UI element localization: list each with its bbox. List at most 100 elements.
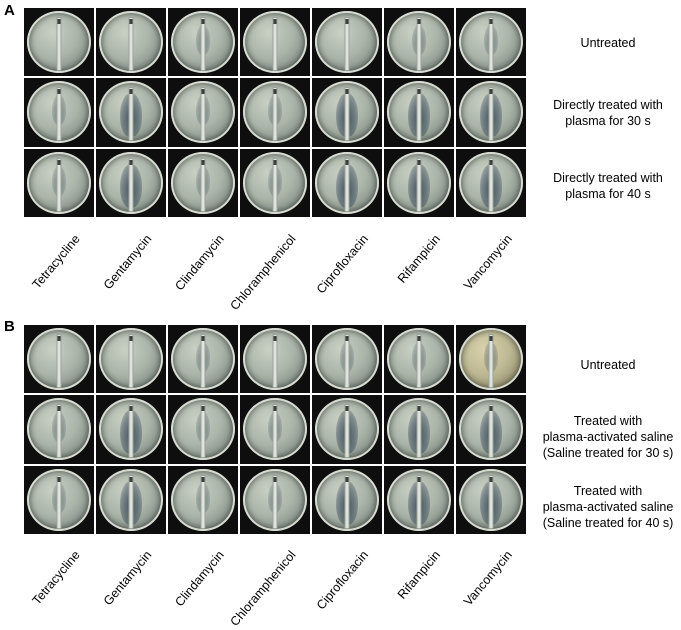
petri-dish-photo	[96, 8, 166, 77]
petri-dish-photo	[384, 148, 454, 217]
petri-dish	[387, 81, 451, 144]
etest-strip	[272, 404, 278, 459]
petri-dish	[171, 468, 235, 531]
petri-dish	[315, 81, 379, 144]
row-label-line: Untreated	[580, 36, 636, 50]
petri-dish-photo	[168, 8, 238, 77]
petri-dish-photo	[168, 78, 238, 147]
petri-dish-photo	[24, 395, 94, 464]
petri-dish-photo	[168, 325, 238, 394]
petri-dish	[459, 11, 523, 73]
etest-strip	[344, 157, 350, 212]
panel-b-photo-grid	[24, 325, 530, 534]
etest-strip	[488, 334, 494, 388]
panel-letter-b: B	[4, 318, 15, 335]
etest-strip	[272, 17, 278, 71]
petri-dish-photo	[456, 78, 526, 147]
etest-strip	[200, 474, 206, 529]
petri-dish	[27, 328, 91, 390]
petri-dish-photo	[96, 325, 166, 394]
etest-strip	[344, 17, 350, 71]
etest-strip	[272, 87, 278, 142]
row-label-line: Directly treated with	[553, 98, 663, 112]
column-label-text: Rifampicin	[394, 232, 443, 286]
row-label-b-0: Untreated	[538, 357, 678, 373]
petri-dish	[459, 468, 523, 531]
etest-strip	[272, 334, 278, 388]
etest-strip	[488, 87, 494, 142]
petri-dish	[243, 468, 307, 531]
etest-strip	[200, 157, 206, 212]
row-label-line: Untreated	[580, 358, 636, 372]
etest-strip	[56, 157, 62, 212]
petri-dish	[459, 81, 523, 144]
petri-dish	[171, 11, 235, 73]
petri-dish	[459, 151, 523, 214]
petri-dish	[99, 468, 163, 531]
petri-dish-photo	[456, 325, 526, 394]
column-label-text: Vancomycin	[460, 232, 515, 293]
column-label-text: Ciprofloxacin	[313, 232, 371, 297]
petri-dish-photo	[312, 78, 382, 147]
petri-dish-photo	[240, 78, 310, 147]
petri-dish	[243, 11, 307, 73]
petri-dish	[171, 328, 235, 390]
etest-strip	[344, 87, 350, 142]
petri-dish	[27, 398, 91, 461]
etest-strip	[416, 404, 422, 459]
petri-dish-photo	[96, 78, 166, 147]
column-label-text: Vancomycin	[460, 548, 515, 609]
petri-dish-photo	[96, 148, 166, 217]
etest-strip	[488, 404, 494, 459]
etest-strip	[128, 157, 134, 212]
etest-strip	[56, 17, 62, 71]
etest-strip	[128, 474, 134, 529]
etest-strip	[344, 474, 350, 529]
petri-dish-photo	[96, 465, 166, 534]
panel-letter-a: A	[4, 2, 15, 19]
etest-strip	[416, 87, 422, 142]
column-label-text: Rifampicin	[394, 548, 443, 602]
petri-dish-photo	[384, 8, 454, 77]
petri-dish-photo	[240, 8, 310, 77]
row-label-line: plasma for 30 s	[565, 114, 651, 128]
etest-strip	[416, 157, 422, 212]
etest-strip	[56, 87, 62, 142]
petri-dish-photo	[312, 8, 382, 77]
etest-strip	[128, 17, 134, 71]
row-label-line: plasma for 40 s	[565, 187, 651, 201]
petri-dish	[27, 11, 91, 73]
petri-dish-photo	[312, 148, 382, 217]
column-label-text: Tetracycline	[29, 232, 83, 292]
etest-strip	[344, 334, 350, 388]
petri-dish	[171, 398, 235, 461]
column-label-text: Tetracycline	[29, 548, 83, 608]
etest-strip	[200, 17, 206, 71]
petri-dish	[99, 398, 163, 461]
petri-dish	[387, 151, 451, 214]
column-label-text: Clindamycin	[172, 232, 227, 294]
panel-a-photo-grid	[24, 8, 530, 217]
row-label-line: (Saline treated for 30 s)	[542, 446, 674, 460]
petri-dish-photo	[456, 8, 526, 77]
petri-dish-photo	[24, 148, 94, 217]
row-label-line: Treated with	[573, 484, 643, 498]
petri-dish	[387, 468, 451, 531]
etest-strip	[200, 404, 206, 459]
petri-dish	[99, 81, 163, 144]
petri-dish	[171, 81, 235, 144]
row-label-a-1: Directly treated with plasma for 30 s	[538, 97, 678, 129]
petri-dish-photo	[96, 395, 166, 464]
petri-dish-photo	[24, 8, 94, 77]
column-label-text: Chloramphenicol	[227, 548, 299, 629]
petri-dish	[27, 151, 91, 214]
petri-dish	[315, 151, 379, 214]
etest-strip	[200, 87, 206, 142]
column-label-text: Ciprofloxacin	[313, 548, 371, 613]
column-label-text: Chloramphenicol	[227, 232, 299, 313]
